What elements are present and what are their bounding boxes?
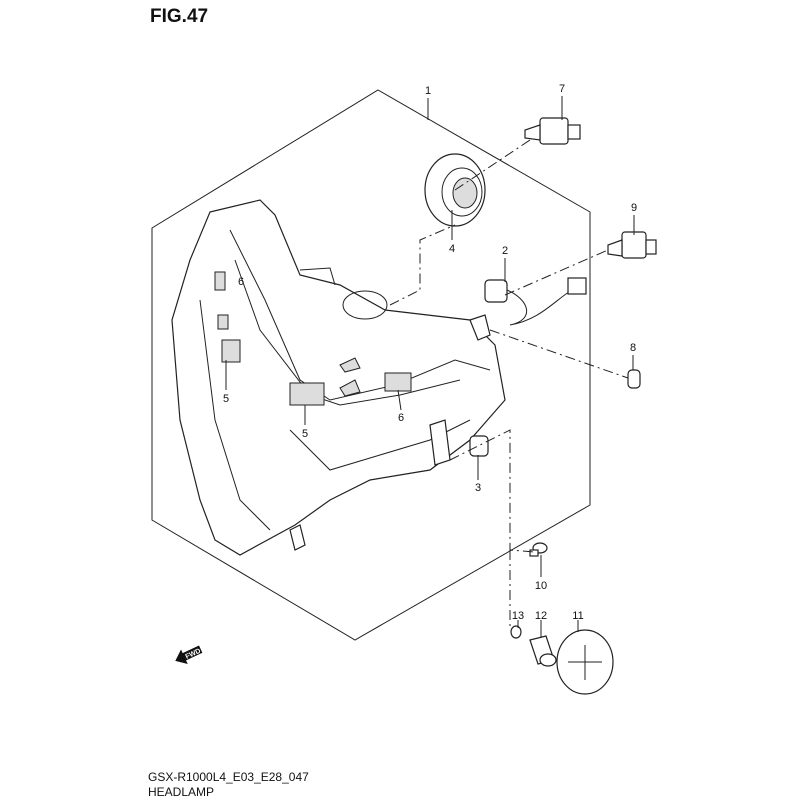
callout-8: 8 (630, 342, 636, 354)
callout-12: 12 (535, 610, 547, 622)
diagram-code: GSX-R1000L4_E03_E28_047 (148, 770, 309, 784)
callout-3: 3 (475, 482, 481, 494)
part-13-washer (510, 625, 522, 639)
callout-2: 2 (502, 245, 508, 257)
callout-6a: 6 (238, 276, 244, 288)
part-7-bulb (524, 117, 581, 145)
diagram-caption: HEADLAMP (148, 785, 215, 799)
fwd-label: FWD (184, 648, 201, 661)
headlamp-unit (171, 199, 506, 556)
callout-10: 10 (535, 580, 547, 592)
callout-4: 4 (449, 243, 455, 255)
callout-5b: 5 (302, 428, 308, 440)
part-10-screw (529, 542, 548, 557)
part-2-socket-harness (484, 277, 587, 326)
callout-13: 13 (512, 610, 524, 622)
callout-9: 9 (631, 202, 637, 214)
figure-title: FIG.47 (150, 6, 209, 27)
callout-5a: 5 (223, 393, 229, 405)
part-9-bulb (607, 231, 657, 259)
leader-lines (225, 96, 635, 638)
part-12-pin (529, 635, 557, 667)
assembly-box (151, 89, 591, 641)
part-8-bulb (627, 369, 641, 389)
part-11-cap (556, 629, 614, 695)
callout-1: 1 (425, 85, 431, 97)
part-3-grommet (469, 435, 489, 457)
fwd-arrow-icon: FWD (175, 645, 203, 664)
callout-6b: 6 (398, 412, 404, 424)
callout-7: 7 (559, 83, 565, 95)
callout-11: 11 (572, 610, 583, 622)
